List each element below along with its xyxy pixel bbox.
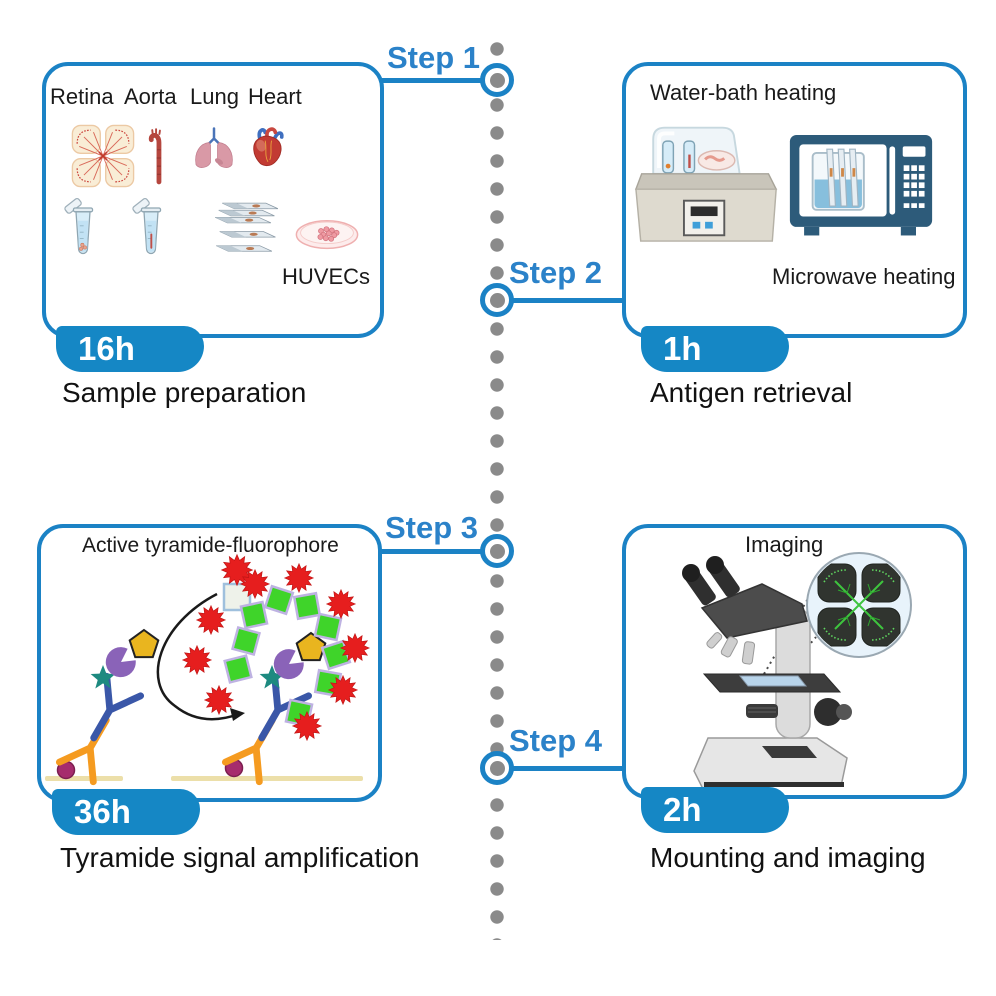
organ-label-retina: Retina (50, 84, 114, 109)
microscope-icon (682, 556, 852, 787)
caption-step3: Tyramide signal amplification (60, 842, 420, 873)
step1-connector-line (372, 78, 484, 83)
organ-label-lung: Lung (190, 84, 239, 109)
step4-label: Step 4 (509, 723, 603, 758)
retina-flatmount-icon (64, 122, 142, 190)
lungs-icon (189, 126, 239, 172)
duration-badge-step4: 2h (641, 787, 789, 833)
step2-node (480, 283, 514, 317)
step3-connector-line (370, 549, 484, 554)
duration-badge-step3: 36h (52, 789, 200, 835)
petri-dish-icon (294, 208, 360, 260)
organ-label-aorta: Aorta (124, 84, 177, 109)
microwave-icon (788, 134, 934, 244)
timeline-dot (489, 543, 505, 559)
step3-node (480, 534, 514, 568)
step1-node (480, 63, 514, 97)
slides-stack-icon (202, 192, 278, 268)
timeline-dot (489, 72, 505, 88)
organ-label-heart: Heart (248, 84, 302, 109)
retina-inset (806, 552, 912, 658)
step1-label: Step 1 (386, 40, 480, 75)
panel-mounting-imaging: Imaging (622, 524, 967, 799)
timeline-dot (489, 760, 505, 776)
huvecs-label: HUVECs (282, 264, 371, 289)
microtube-tissue-icon (62, 194, 104, 264)
heart-icon (244, 122, 290, 174)
duration-badge-step2: 1h (641, 326, 789, 372)
caption-step2: Antigen retrieval (650, 377, 853, 408)
microscope-scene (626, 538, 955, 787)
timeline-dot (489, 292, 505, 308)
panel-tsa: Active tyramide-fluorophore (37, 524, 382, 802)
imaging-label: Imaging (745, 532, 824, 557)
step4-node (480, 751, 514, 785)
caption-step4: Mounting and imaging (650, 842, 926, 873)
microtube-aorta-icon (130, 194, 172, 264)
aorta-icon (146, 124, 170, 190)
dotted-timeline (490, 42, 504, 940)
duration-badge-step1: 16h (56, 326, 204, 372)
panel-antigen-retrieval: Water-bath heating (622, 62, 967, 338)
water-bath-label: Water-bath heating (650, 80, 837, 105)
step4-connector-line (510, 766, 624, 771)
microwave-label: Microwave heating (772, 264, 956, 289)
caption-step1: Sample preparation (62, 377, 307, 408)
step2-label: Step 2 (509, 255, 603, 290)
step3-label: Step 3 (384, 510, 478, 545)
water-bath-icon (634, 116, 780, 246)
panel-sample-preparation: Retina Aorta Lung Heart (42, 62, 384, 338)
tsa-title: Active tyramide-fluorophore (82, 534, 339, 557)
tsa-diagram (41, 528, 370, 790)
step2-connector-line (510, 298, 624, 303)
